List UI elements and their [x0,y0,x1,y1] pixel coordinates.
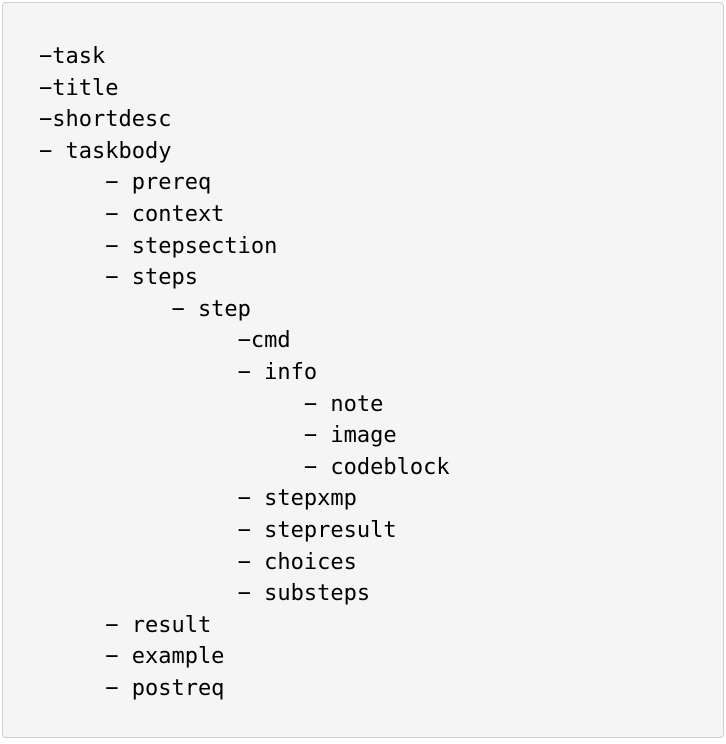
code-line: − substeps [39,581,371,607]
code-line: − info [39,359,318,385]
code-line: −task [39,44,106,69]
code-line: − context [39,201,225,227]
code-line: − codeblock [39,454,450,480]
code-line: − step [39,296,251,322]
code-line: − prereq [39,170,212,196]
code-line: − choices [39,549,357,575]
code-line: − steps [39,265,198,291]
code-line: − stepresult [39,517,397,543]
code-line: − stepsection [39,233,278,259]
code-line: − image [39,423,397,449]
code-content: −task −title −shortdesc − taskbody − pre… [39,41,450,704]
code-line: − result [39,612,212,638]
code-line: − note [39,391,384,417]
code-line: − stepxmp [39,486,357,512]
code-line: −cmd [39,328,291,354]
code-line: −shortdesc [39,107,172,133]
code-line: − taskbody [39,138,172,164]
code-line: − postreq [39,675,225,701]
code-line: −title [39,75,119,101]
code-line: − example [39,644,225,670]
